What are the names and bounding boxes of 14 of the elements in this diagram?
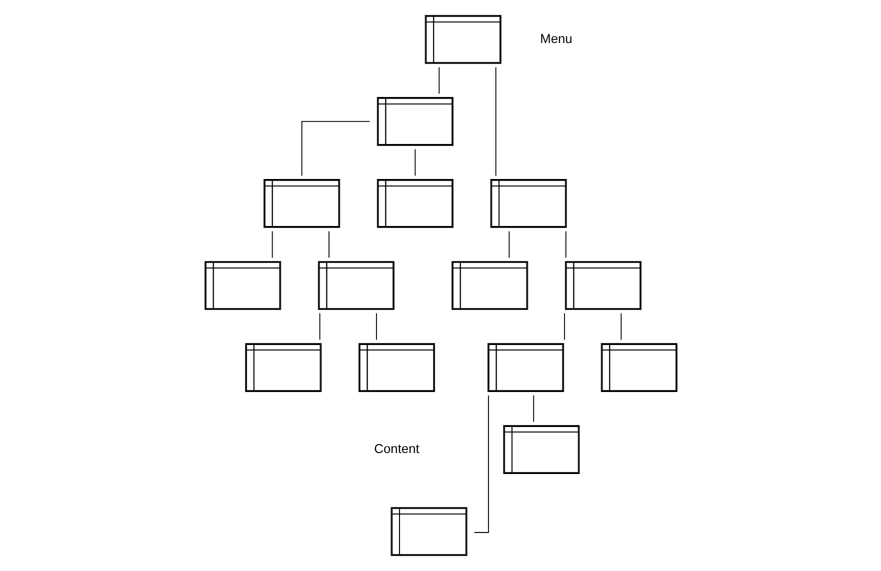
- connector: [414, 148, 416, 176]
- connector: [271, 230, 272, 258]
- connector: [438, 66, 440, 94]
- connector: [508, 230, 510, 258]
- connector: [318, 312, 320, 340]
- label: Content: [374, 440, 419, 456]
- label: Menu: [540, 30, 572, 46]
- connector: [494, 66, 496, 176]
- connector: [328, 230, 329, 258]
- connector: [620, 312, 622, 340]
- connector: [532, 394, 534, 422]
- connector: [473, 395, 488, 533]
- connector: [300, 121, 370, 176]
- connector: [564, 230, 566, 258]
